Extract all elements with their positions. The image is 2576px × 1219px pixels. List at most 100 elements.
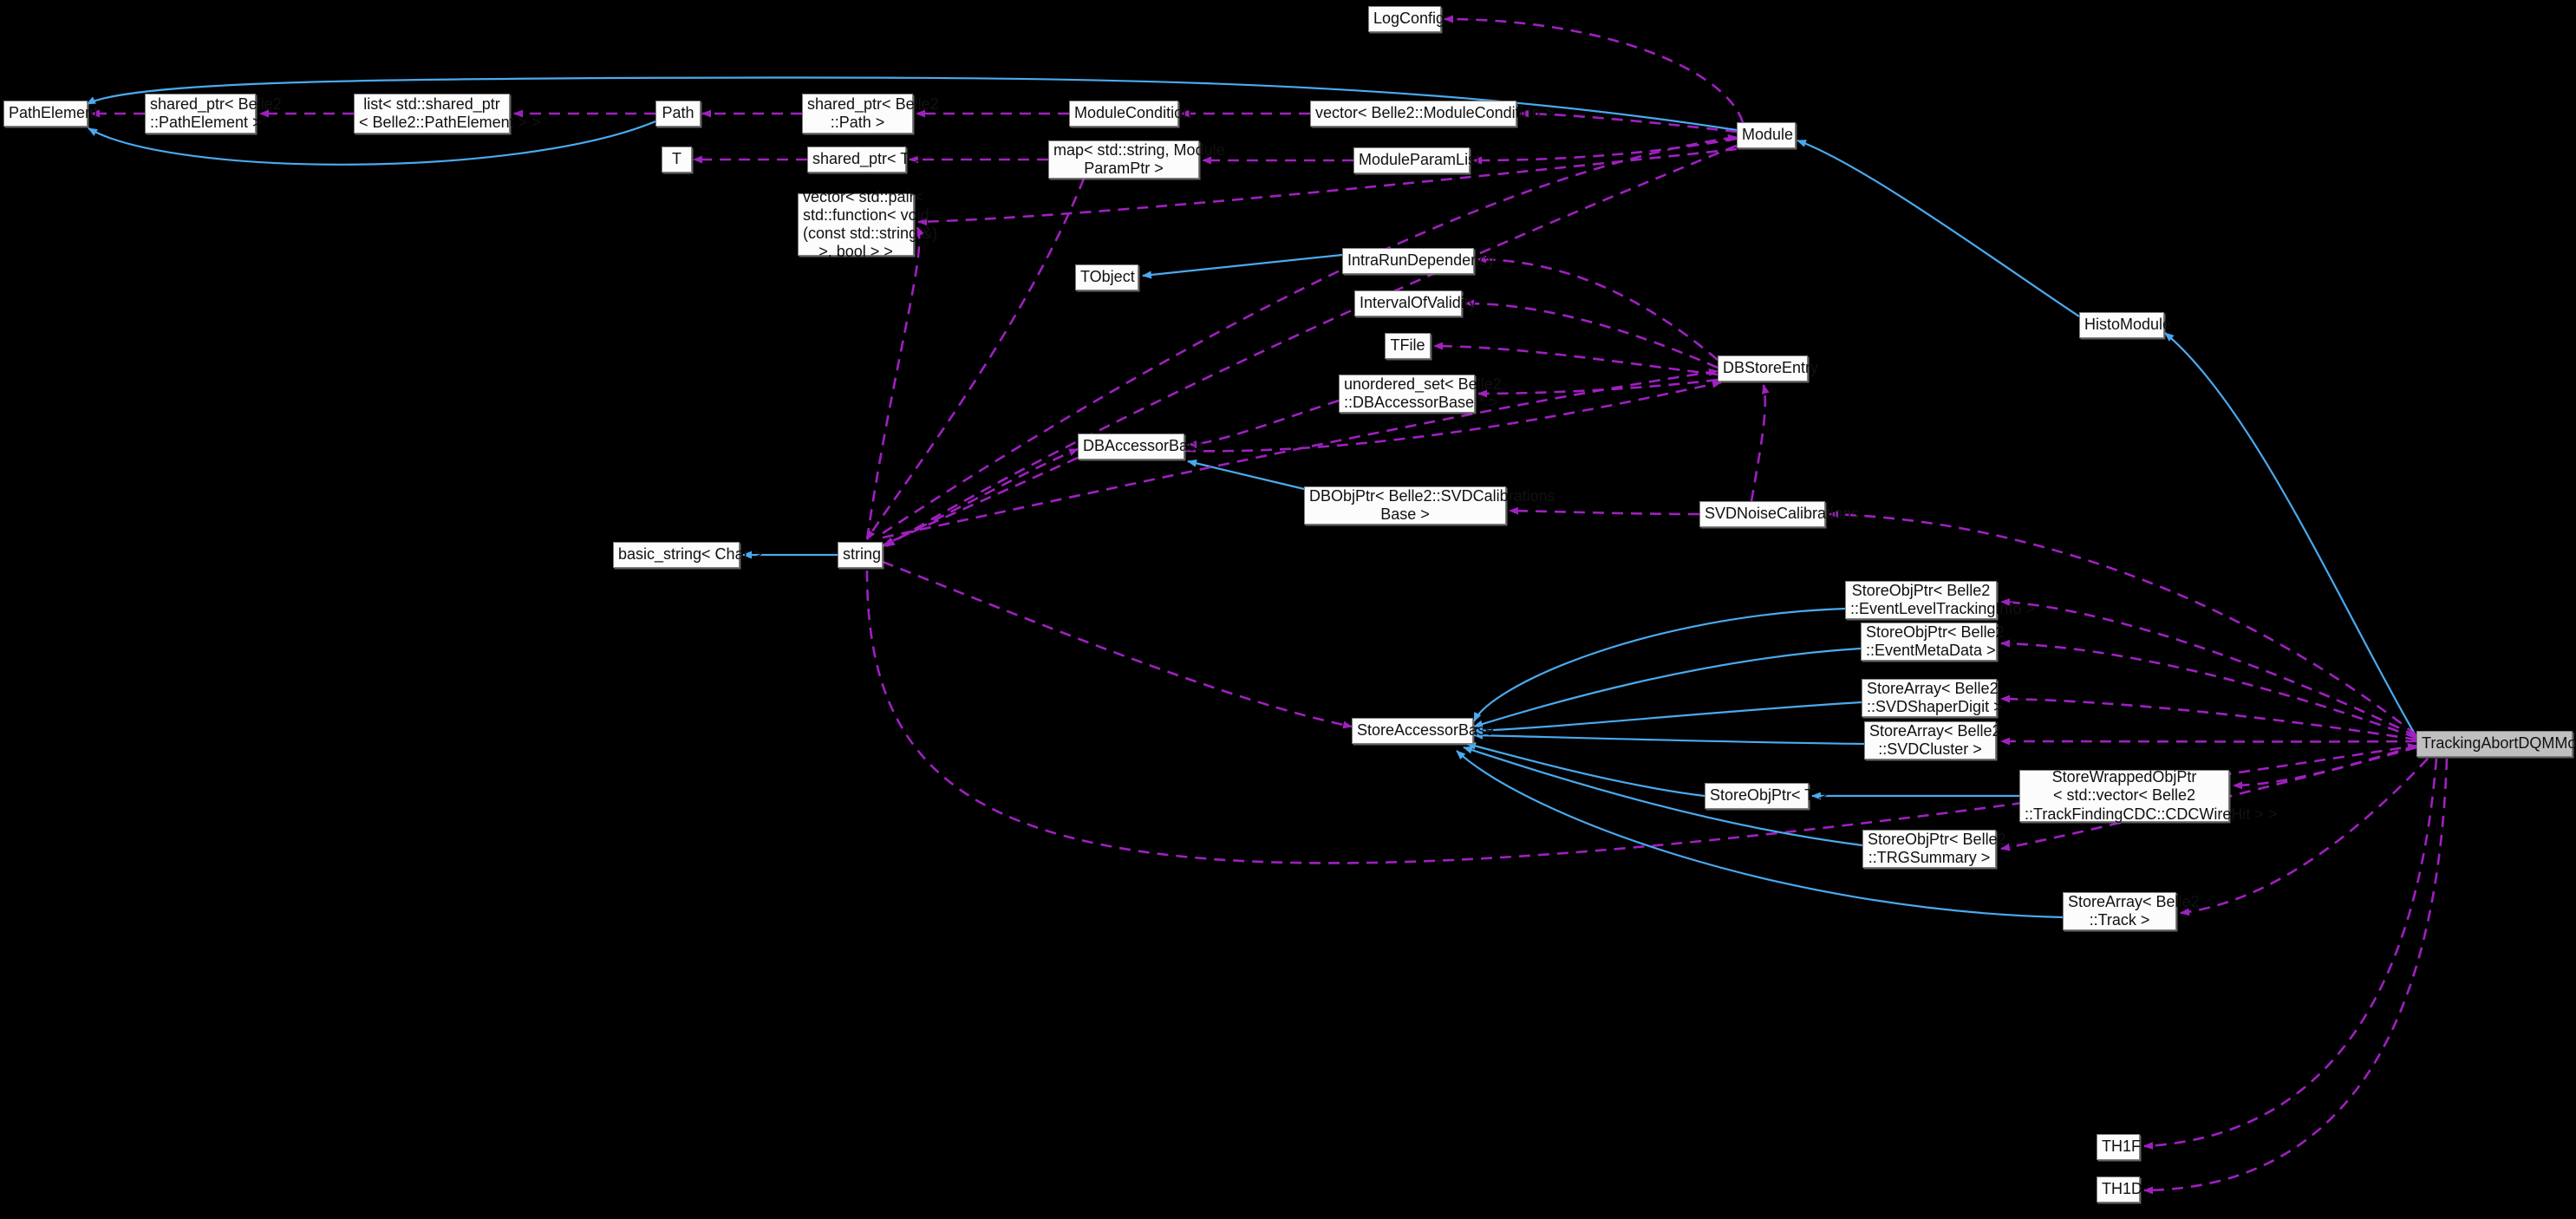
node-SVDNoiseCalib[interactable]: SVDNoiseCalibrations bbox=[1699, 501, 1860, 527]
node-mapStringModule[interactable]: map< std::string, Module ParamPtr > bbox=[1048, 140, 1225, 179]
node-label: string bbox=[843, 545, 882, 564]
node-label: StoreObjPtr< Belle2 ::EventLevelTracking… bbox=[1850, 581, 2035, 617]
edge-string-to-DBStoreEntry bbox=[882, 368, 1718, 539]
edge-StoreObjPtrEvtLvl-to-StoreAccessorBase bbox=[1473, 607, 1846, 722]
node-DBStoreEntry[interactable]: DBStoreEntry bbox=[1718, 355, 1819, 381]
node-TFile[interactable]: TFile bbox=[1385, 333, 1431, 359]
edge-IntraRunDependency-to-TObject bbox=[1142, 253, 1343, 279]
node-StoreArrTrack[interactable]: StoreArray< Belle2 ::Track > bbox=[2063, 892, 2200, 930]
node-label: map< std::string, Module ParamPtr > bbox=[1053, 140, 1225, 177]
edge-TrackingAbortDQM-to-StoreWrappedObjPtr bbox=[2233, 744, 2417, 790]
node-HistoModule[interactable]: HistoModule bbox=[2079, 312, 2172, 338]
node-label: StoreObjPtr< Belle2 ::TRGSummary > bbox=[1868, 830, 2006, 866]
edge-DBStoreEntry-to-TFile bbox=[1433, 342, 1718, 376]
node-label: StoreWrappedObjPtr < std::vector< Belle2… bbox=[2025, 768, 2278, 823]
node-T[interactable]: T bbox=[662, 147, 692, 173]
node-StoreObjPtrTRG[interactable]: StoreObjPtr< Belle2 ::TRGSummary > bbox=[1862, 830, 2006, 868]
edge-DBStoreEntry-to-IntervalOfValidity bbox=[1464, 299, 1718, 369]
edge-Module-to-ModuleParamList bbox=[1472, 137, 1738, 165]
edge-string-to-StoreAccessorBase bbox=[882, 560, 1353, 729]
edge-HistoModule-to-Module bbox=[1797, 139, 2080, 317]
node-listSharedPtr[interactable]: list< std::shared_ptr < Belle2::PathElem… bbox=[354, 94, 541, 134]
node-IntervalOfValidity[interactable]: IntervalOfValidity bbox=[1354, 290, 1477, 316]
edge-TrackingAbortDQM-to-StoreObjPtrEvtMeta bbox=[2000, 639, 2417, 740]
node-label: DBAccessorBase bbox=[1083, 437, 1205, 455]
node-vectorPairFunc[interactable]: vector< std::pair< std::function< void (… bbox=[798, 188, 937, 260]
edge-string-to-DBAccessorBase bbox=[882, 447, 1079, 548]
node-label: Module bbox=[1742, 126, 1794, 144]
edge-string-to-Module bbox=[882, 134, 1738, 535]
edge-unorderedSetDBAcc-to-DBAccessorBase bbox=[1187, 399, 1340, 449]
edge-DBStoreEntry-to-IntraRunDependency bbox=[1477, 255, 1718, 361]
node-TH1D[interactable]: TH1D bbox=[2097, 1177, 2142, 1203]
node-IntraRunDependency[interactable]: IntraRunDependency bbox=[1342, 248, 1496, 274]
node-label: shared_ptr< Belle2 ::PathElement > bbox=[150, 95, 282, 131]
node-label: shared_ptr< T > bbox=[812, 150, 923, 168]
node-StoreAccessorBase[interactable]: StoreAccessorBase bbox=[1352, 718, 1494, 744]
node-label: DBStoreEntry bbox=[1723, 359, 1819, 377]
node-label: IntervalOfValidity bbox=[1360, 294, 1477, 312]
edge-string-to-vectorPairFunc bbox=[865, 226, 925, 540]
edge-Module-to-vectorPairFunc bbox=[917, 147, 1738, 226]
edge-StoreArrSVDCluster-to-StoreAccessorBase bbox=[1473, 731, 1865, 746]
node-basicString[interactable]: basic_string< Char > bbox=[613, 542, 763, 568]
edge-TrackingAbortDQM-to-HistoModule bbox=[2164, 332, 2417, 738]
node-label: StoreArray< Belle2 ::SVDShaperDigit > bbox=[1867, 679, 2003, 715]
node-StoreObjPtrEvtLvl[interactable]: StoreObjPtr< Belle2 ::EventLevelTracking… bbox=[1845, 581, 2035, 619]
node-StoreObjPtrEvtMeta[interactable]: StoreObjPtr< Belle2 ::EventMetaData > bbox=[1861, 623, 2005, 661]
node-vectorModuleCond[interactable]: vector< Belle2::ModuleCondition > bbox=[1310, 101, 1555, 127]
node-DBObjPtrSVDCalib[interactable]: DBObjPtr< Belle2::SVDCalibrations Base > bbox=[1304, 486, 1555, 525]
node-label: StoreArray< Belle2 ::Track > bbox=[2068, 892, 2200, 929]
edge-DBObjPtrSVDCalib-to-DBAccessorBase bbox=[1187, 459, 1305, 491]
node-TH1F[interactable]: TH1F bbox=[2097, 1134, 2141, 1160]
node-label: DBObjPtr< Belle2::SVDCalibrations Base > bbox=[1309, 486, 1555, 523]
edge-DBAccessorBase-to-string bbox=[884, 456, 1079, 546]
node-Path[interactable]: Path bbox=[655, 101, 701, 127]
node-label: TrackingAbortDQMModule bbox=[2422, 734, 2576, 753]
edge-StoreArrShaperDigit-to-StoreAccessorBase bbox=[1473, 701, 1862, 735]
node-StoreObjPtrT[interactable]: StoreObjPtr< T > bbox=[1705, 783, 1828, 809]
node-StoreArrSVDCluster[interactable]: StoreArray< Belle2 ::SVDCluster > bbox=[1864, 721, 2001, 759]
node-label: list< std::shared_ptr < Belle2::PathElem… bbox=[359, 95, 541, 131]
node-ModuleCondition[interactable]: ModuleCondition bbox=[1069, 101, 1192, 127]
node-sharedPtrPathEl[interactable]: shared_ptr< Belle2 ::PathElement > bbox=[145, 94, 282, 134]
node-label: IntraRunDependency bbox=[1347, 251, 1496, 270]
node-LogConfig[interactable]: LogConfig bbox=[1368, 6, 1445, 32]
node-label: TFile bbox=[1390, 336, 1425, 355]
node-sharedPtrT[interactable]: shared_ptr< T > bbox=[807, 147, 923, 173]
node-label: StoreArray< Belle2 ::SVDCluster > bbox=[1869, 721, 2001, 758]
edge-DBStoreEntry-to-unorderedSetDBAcc bbox=[1477, 378, 1718, 398]
node-unorderedSetDBAcc[interactable]: unordered_set< Belle2 ::DBAccessorBase *… bbox=[1339, 375, 1502, 413]
node-PathElement[interactable]: PathElement bbox=[3, 101, 99, 127]
node-Module[interactable]: Module bbox=[1737, 122, 1796, 148]
node-label: SVDNoiseCalibrations bbox=[1705, 505, 1860, 523]
edge-TrackingAbortDQM-to-StoreArrShaperDigit bbox=[2000, 694, 2417, 741]
node-label: LogConfig bbox=[1373, 10, 1445, 28]
node-label: Path bbox=[662, 104, 695, 122]
node-TObject[interactable]: TObject bbox=[1075, 264, 1138, 290]
node-label: StoreObjPtr< Belle2 ::EventMetaData > bbox=[1866, 623, 2005, 659]
node-label: TObject bbox=[1080, 268, 1135, 286]
node-string[interactable]: string bbox=[838, 542, 883, 568]
node-label: basic_string< Char > bbox=[618, 545, 763, 564]
edge-StoreObjPtrT-to-StoreAccessorBase bbox=[1466, 742, 1705, 798]
node-label: ModuleParamList bbox=[1359, 151, 1481, 169]
node-ModuleParamList[interactable]: ModuleParamList bbox=[1353, 147, 1481, 173]
node-StoreWrappedObjPtr[interactable]: StoreWrappedObjPtr < std::vector< Belle2… bbox=[2019, 768, 2278, 823]
node-DBAccessorBase[interactable]: DBAccessorBase bbox=[1078, 433, 1205, 460]
edge-SVDNoiseCalib-to-DBStoreEntry bbox=[1750, 384, 1770, 502]
node-label: StoreObjPtr< T > bbox=[1710, 786, 1828, 805]
node-label: ModuleCondition bbox=[1074, 104, 1192, 122]
node-label: PathElement bbox=[9, 104, 99, 122]
edge-TrackingAbortDQM-to-StoreObjPtrEvtLvl bbox=[2000, 598, 2417, 738]
node-TrackingAbortDQM[interactable]: TrackingAbortDQMModule bbox=[2416, 731, 2576, 757]
node-label: shared_ptr< Belle2 ::Path > bbox=[807, 95, 939, 131]
node-label: vector< Belle2::ModuleCondition > bbox=[1315, 104, 1555, 122]
node-sharedPtrPath[interactable]: shared_ptr< Belle2 ::Path > bbox=[802, 94, 939, 134]
node-label: HistoModule bbox=[2084, 316, 2172, 334]
edge-StoreObjPtrEvtMeta-to-StoreAccessorBase bbox=[1473, 647, 1862, 728]
node-StoreArrShaperDigit[interactable]: StoreArray< Belle2 ::SVDShaperDigit > bbox=[1862, 679, 2003, 717]
node-label: unordered_set< Belle2 ::DBAccessorBase *… bbox=[1344, 375, 1502, 411]
